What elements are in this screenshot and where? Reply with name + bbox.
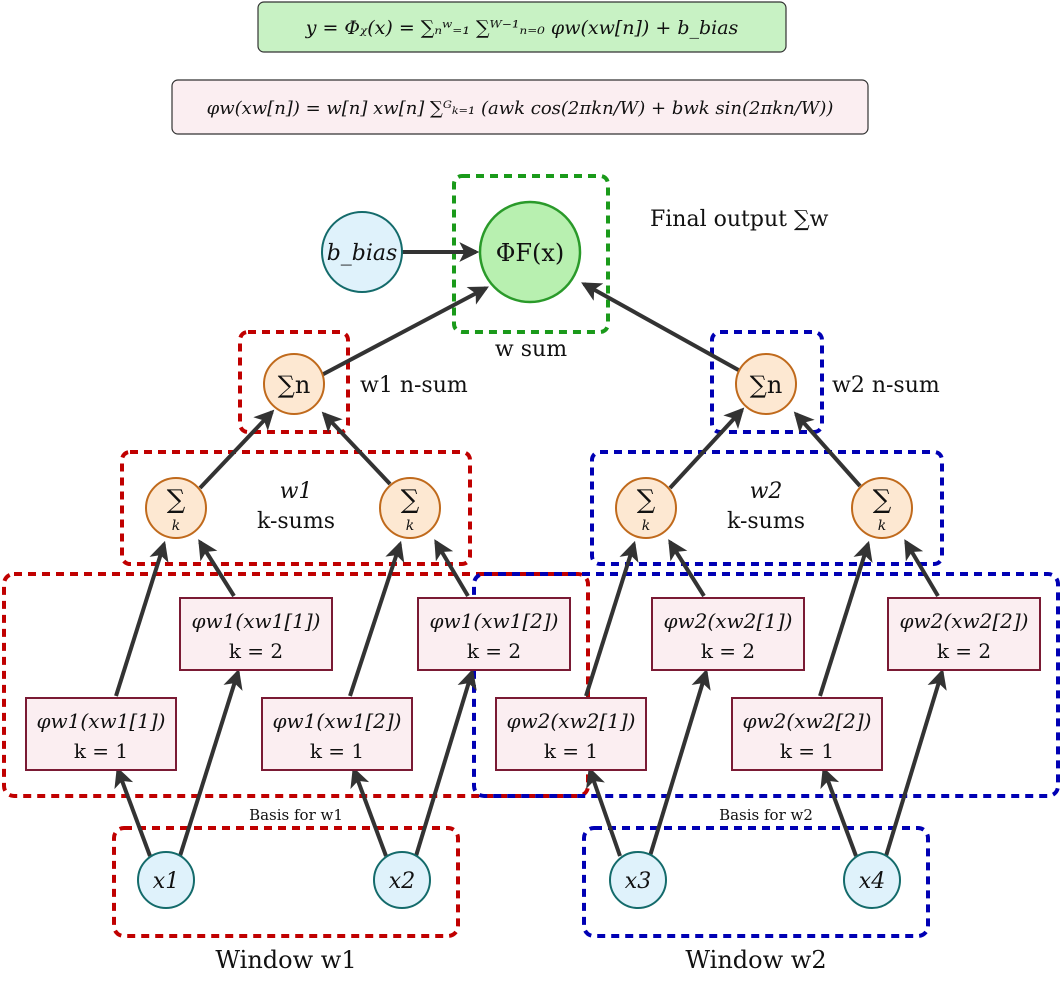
- nsum-node-w2: ∑n: [735, 353, 797, 415]
- edge-ksum4-nsum2: [793, 411, 862, 488]
- basis-2-top: φw1(xw1[1]): [192, 609, 321, 633]
- w2-nsum-box: [710, 330, 824, 434]
- w2-ksums-box: [590, 450, 944, 566]
- basis-box-8: φw2(xw2[2]) k = 2: [887, 597, 1041, 671]
- basis-4-bottom: k = 2: [467, 639, 521, 663]
- input-node-x1: x1: [137, 851, 195, 909]
- w2-ksums-label-bottom: k-sums: [727, 509, 805, 534]
- output-equation: y = Φᵪ(x) = ∑ₙʷ₌₁ ∑ᵂ⁻¹ₙ₌₀ φw(xw[n]) + b_…: [257, 1, 787, 53]
- ksum-2-sub: k: [406, 518, 414, 534]
- output-label: ΦF(x): [496, 239, 565, 267]
- ksum-1-sub: k: [172, 518, 180, 534]
- basis-6-bottom: k = 2: [701, 639, 755, 663]
- basis-w1-label: Basis for w1: [249, 806, 343, 824]
- edge-ksum2-nsum1: [321, 411, 392, 486]
- edge-b2-ksum1: [198, 539, 236, 598]
- window-w2-box: [582, 826, 930, 938]
- basis-8-bottom: k = 2: [937, 639, 991, 663]
- input-x2-label: x2: [389, 869, 415, 894]
- basis-equation-text: φw(xw[n]) = w[n] xw[n] ∑ᴳₖ₌₁ (awk cos(2π…: [207, 98, 834, 119]
- w1-ksums-label-bottom: k-sums: [257, 509, 335, 534]
- edge-x4-b7: [820, 766, 858, 857]
- ksum-3-sub: k: [642, 518, 650, 534]
- edge-ksum1-nsum1: [198, 409, 275, 490]
- nsum-w1-symbol: ∑n: [278, 371, 311, 399]
- ksum-1-symbol: ∑: [167, 485, 186, 515]
- input-node-x2: x2: [373, 851, 431, 909]
- bias-label: b_bias: [327, 241, 398, 266]
- window-w2-label: Window w2: [685, 946, 826, 974]
- w1-nsum-label: w1 n-sum: [360, 373, 468, 398]
- window-w1-box: [112, 826, 460, 938]
- basis-5-bottom: k = 1: [544, 739, 598, 763]
- w2-nsum-label: w2 n-sum: [832, 373, 940, 398]
- basis-7-top: φw2(xw2[2]): [743, 709, 872, 733]
- edge-x1-b1: [114, 766, 152, 857]
- edge-b1-ksum1: [114, 540, 169, 697]
- w1-ksums-label-top: w1: [280, 479, 313, 504]
- final-output-label: Final output ∑w: [650, 207, 829, 232]
- basis-box-7: φw2(xw2[2]) k = 1: [731, 697, 883, 771]
- edges: [114, 242, 947, 857]
- edge-x2-b3: [350, 766, 388, 857]
- basis-box-6: φw2(xw2[1]) k = 2: [651, 597, 805, 671]
- ksum-4-sub: k: [878, 518, 886, 534]
- basis-1-top: φw1(xw1[1]): [37, 709, 166, 733]
- ksum-4-symbol: ∑: [873, 485, 892, 515]
- input-x4-label: x4: [859, 869, 885, 894]
- edge-b4-ksum2: [434, 539, 470, 598]
- output-node: ΦF(x): [478, 200, 582, 304]
- basis-5-top: φw2(xw2[1]): [507, 709, 636, 733]
- edge-b6-ksum3: [668, 539, 706, 598]
- basis-w2-label: Basis for w2: [719, 806, 813, 824]
- edge-ksum3-nsum2: [668, 407, 745, 490]
- w-sum-label: w sum: [495, 337, 567, 362]
- edge-nsum2-output: [581, 282, 743, 374]
- input-x1-label: x1: [153, 869, 179, 894]
- ksum-node-2: ∑ k: [379, 477, 441, 539]
- edge-x2-b4: [414, 668, 477, 857]
- basis-2-bottom: k = 2: [229, 639, 283, 663]
- nsum-w2-symbol: ∑n: [750, 371, 783, 399]
- edge-b7-ksum4: [818, 540, 873, 697]
- edge-b8-ksum4: [904, 539, 940, 598]
- basis-box-3: φw1(xw1[2]) k = 1: [261, 697, 413, 771]
- edge-x3-b5: [586, 766, 622, 857]
- basis-box-4: φw1(xw1[2]) k = 2: [417, 597, 571, 671]
- ksum-node-4: ∑ k: [851, 477, 913, 539]
- basis-1-bottom: k = 1: [74, 739, 128, 763]
- window-w1-label: Window w1: [215, 946, 356, 974]
- basis-4-top: φw1(xw1[2]): [430, 609, 559, 633]
- w2-ksums-label-top: w2: [750, 479, 783, 504]
- w1-basis-box: [2, 572, 590, 798]
- ksum-node-3: ∑ k: [615, 477, 677, 539]
- bias-node: b_bias: [321, 211, 403, 293]
- input-x3-label: x3: [625, 869, 651, 894]
- output-equation-text: y = Φᵪ(x) = ∑ₙʷ₌₁ ∑ᵂ⁻¹ₙ₌₀ φw(xw[n]) + b_…: [305, 17, 739, 39]
- ksum-3-symbol: ∑: [637, 485, 656, 515]
- edge-b5-ksum3: [584, 540, 639, 697]
- basis-7-bottom: k = 1: [780, 739, 834, 763]
- edge-x4-b8: [884, 668, 947, 857]
- basis-6-top: φw2(xw2[1]): [664, 609, 793, 633]
- edge-x1-b2: [178, 668, 243, 857]
- w1-ksums-box: [120, 450, 472, 566]
- basis-box-2: φw1(xw1[1]) k = 2: [179, 597, 333, 671]
- basis-3-bottom: k = 1: [310, 739, 364, 763]
- ksum-2-symbol: ∑: [401, 485, 420, 515]
- input-node-x4: x4: [843, 851, 901, 909]
- ksum-node-1: ∑ k: [145, 477, 207, 539]
- w1-nsum-box: [238, 330, 350, 434]
- nsum-node-w1: ∑n: [263, 353, 325, 415]
- edge-b3-ksum2: [348, 540, 405, 697]
- basis-box-1: φw1(xw1[1]) k = 1: [25, 697, 177, 771]
- basis-equation: φw(xw[n]) = w[n] xw[n] ∑ᴳₖ₌₁ (awk cos(2π…: [171, 79, 869, 135]
- basis-3-top: φw1(xw1[2]): [273, 709, 402, 733]
- edge-nsum1-output: [315, 286, 489, 380]
- basis-box-5: φw2(xw2[1]) k = 1: [495, 697, 647, 771]
- edge-x3-b6: [648, 668, 711, 857]
- basis-8-top: φw2(xw2[2]): [900, 609, 1029, 633]
- input-node-x3: x3: [609, 851, 667, 909]
